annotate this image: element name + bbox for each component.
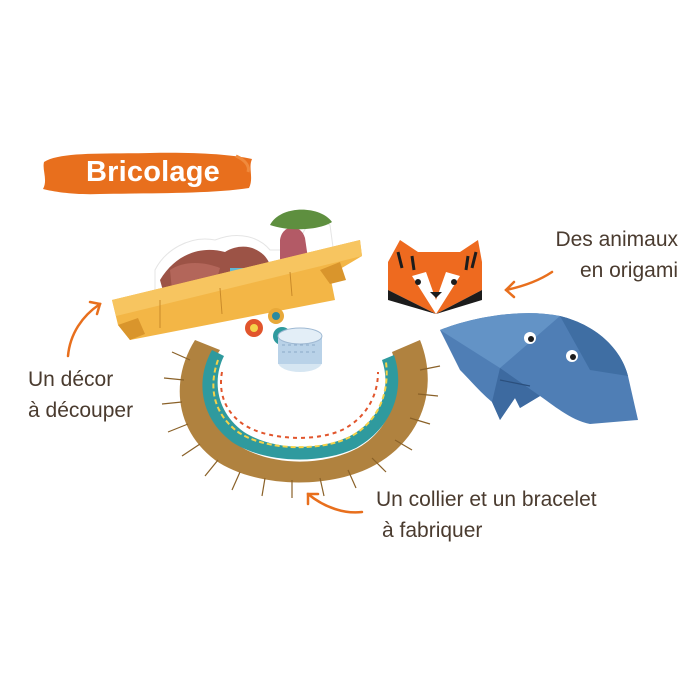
label-collier-line1: Un collier et un bracelet bbox=[376, 488, 597, 511]
label-decor-line2: à découper bbox=[28, 399, 134, 422]
arrow-animaux bbox=[504, 270, 554, 299]
label-decor-line1: Un décor bbox=[28, 368, 114, 391]
label-collier-line2: à fabriquer bbox=[382, 519, 483, 542]
label-animaux-line1: Des animaux bbox=[555, 228, 678, 251]
banner-title: Bricolage bbox=[86, 156, 220, 188]
banner-brush-shape bbox=[43, 152, 252, 195]
arrow-collier bbox=[306, 492, 364, 514]
elephant-origami bbox=[440, 313, 638, 424]
label-animaux-line2: en origami bbox=[579, 259, 678, 282]
banner-brush-fill bbox=[43, 152, 252, 195]
label-decor: Un décor à découper bbox=[28, 364, 133, 426]
label-animaux: Des animaux en origami bbox=[518, 224, 678, 286]
label-collier: Un collier et un bracelet à fabriquer bbox=[376, 484, 597, 546]
fringed-necklace bbox=[161, 340, 441, 498]
savanna-decor-cutout bbox=[112, 209, 362, 340]
bracelet bbox=[277, 327, 323, 372]
tiger-origami bbox=[388, 240, 482, 314]
arrow-decor bbox=[66, 300, 102, 358]
paper-tokens bbox=[245, 308, 291, 345]
